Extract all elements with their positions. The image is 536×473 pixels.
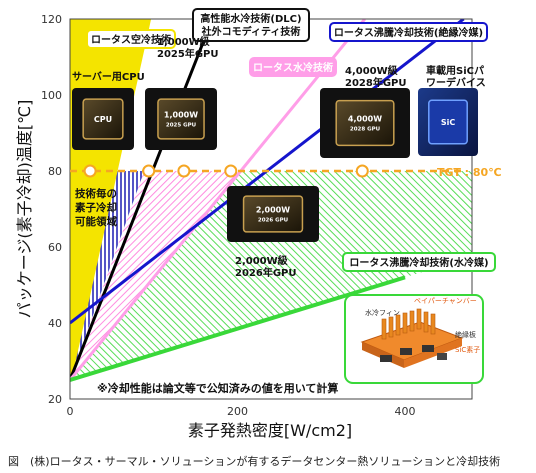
chip-icon xyxy=(82,98,124,140)
device-label: 2028年GPU xyxy=(345,76,407,89)
chip-text: 4,000W xyxy=(348,115,382,124)
series-line-4 xyxy=(70,275,406,382)
region-label: 技術毎の 素子冷却 可能領域 xyxy=(74,187,121,228)
device-label: 車載用SiCパ xyxy=(426,64,484,77)
device-label: 4,000W級 xyxy=(345,64,398,77)
chip-text: CPU xyxy=(94,115,112,124)
device-inset: 水冷フィン ベイパーチャンバー 絶縁板 SiC素子 xyxy=(344,294,484,384)
device-label: サーバー用CPU xyxy=(72,71,145,83)
chip-text: 2025 GPU xyxy=(166,123,196,129)
chip-text: 2028 GPU xyxy=(350,127,380,133)
device-label: 2026年GPU xyxy=(235,266,297,279)
series-label-3: ロータス沸騰冷却技術(絶縁冷媒) xyxy=(334,26,483,39)
series-line-0 xyxy=(70,19,152,381)
device-label: 1,000W級 xyxy=(157,35,210,48)
chip-text: 1,000W xyxy=(164,111,198,120)
series-label-0: ロータス空冷技術 xyxy=(91,33,171,46)
tgt-label: TGT : 80℃ xyxy=(437,166,502,179)
series-label-box-1 xyxy=(192,8,310,42)
device-0: CPU サーバー用CPU xyxy=(72,71,145,150)
x-tick-label: 0 xyxy=(67,405,74,418)
x-tick-label: 400 xyxy=(395,405,416,418)
tgt-marker-2 xyxy=(177,164,191,178)
cooling-note: ※冷却性能は論文等で公知済みの値を用いて計算 xyxy=(97,381,338,395)
series-label-box-3 xyxy=(329,22,488,42)
y-tick-label: 120 xyxy=(41,13,62,26)
y-tick-label: 40 xyxy=(48,317,62,330)
series-label-2: ロータス水冷技術 xyxy=(253,61,333,74)
svg-text:ベイパーチャンバー: ベイパーチャンバー xyxy=(414,297,477,305)
series-label-box-4 xyxy=(342,252,496,272)
chip-text: 2026 GPU xyxy=(258,218,288,224)
tgt-marker-3 xyxy=(224,164,238,178)
tgt-marker-4 xyxy=(355,164,369,178)
series-line-1 xyxy=(70,19,214,381)
chip-icon xyxy=(242,195,304,233)
chip-text: SiC xyxy=(441,118,456,127)
series-line-2 xyxy=(70,19,366,381)
series-label-4: ロータス沸騰冷却技術(水冷媒) xyxy=(349,256,488,269)
svg-text:SiC素子: SiC素子 xyxy=(455,345,480,354)
device-label: ワーデバイス xyxy=(426,76,486,89)
chip-icon xyxy=(428,99,468,145)
y-tick-label: 20 xyxy=(48,393,62,406)
y-tick-label: 80 xyxy=(48,165,62,178)
tgt-marker-0 xyxy=(83,164,97,178)
x-axis-title: 素子発熱密度[W/cm2] xyxy=(188,421,352,440)
series-label-1: 高性能水冷技術(DLC) xyxy=(200,12,301,25)
figure-caption: 図 (株)ロータス・サーマル・ソリューションが有するデータセンター熱ソリューショ… xyxy=(8,454,500,468)
y-axis-title: パッケージ(素子冷却)温度[℃] xyxy=(15,100,34,319)
device-label: 2,000W級 xyxy=(235,254,288,267)
svg-text:絶縁板: 絶縁板 xyxy=(455,330,476,339)
series-label-box-0 xyxy=(86,29,176,49)
device-label: 2025年GPU xyxy=(157,47,219,60)
region-boiling xyxy=(70,171,472,380)
svg-text:水冷フィン: 水冷フィン xyxy=(365,308,400,317)
x-tick-label: 200 xyxy=(227,405,248,418)
y-tick-label: 100 xyxy=(41,89,62,102)
chip-text: 2,000W xyxy=(256,206,290,215)
tgt-marker-1 xyxy=(142,164,156,178)
series-label-1: 社外コモディティ技術 xyxy=(201,25,301,38)
y-tick-label: 60 xyxy=(48,241,62,254)
chip-icon xyxy=(335,99,395,147)
chip-icon xyxy=(157,98,205,140)
series-label-box-2 xyxy=(249,57,337,77)
